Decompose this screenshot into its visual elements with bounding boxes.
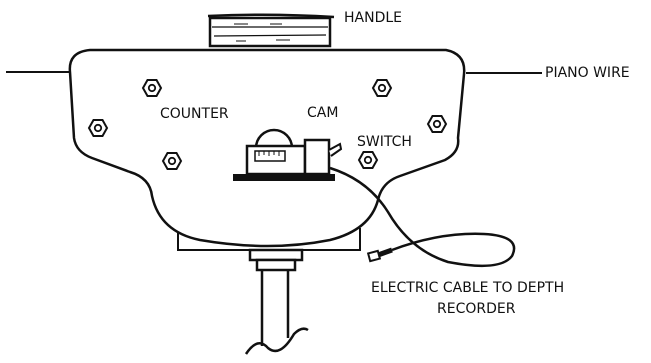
- counter-cam-assembly: [233, 128, 343, 181]
- hex-nut-6: [357, 151, 379, 169]
- label-piano-wire: PIANO WIRE: [545, 65, 630, 81]
- hex-nut-5: [161, 152, 183, 170]
- hex-nut-2: [371, 79, 393, 97]
- electric-cable: [329, 166, 516, 268]
- label-cable-line2: RECORDER: [437, 301, 516, 317]
- hex-nut-3: [87, 119, 109, 137]
- handle: [207, 13, 335, 48]
- label-counter: COUNTER: [160, 106, 229, 122]
- label-handle: HANDLE: [344, 10, 403, 26]
- hex-nut-1: [141, 79, 163, 97]
- hex-nut-4: [426, 115, 448, 133]
- label-cable-line1: ELECTRIC CABLE TO DEPTH: [371, 280, 565, 296]
- label-switch: SWITCH: [357, 134, 412, 150]
- shaft: [244, 248, 309, 355]
- label-cam: CAM: [307, 105, 339, 121]
